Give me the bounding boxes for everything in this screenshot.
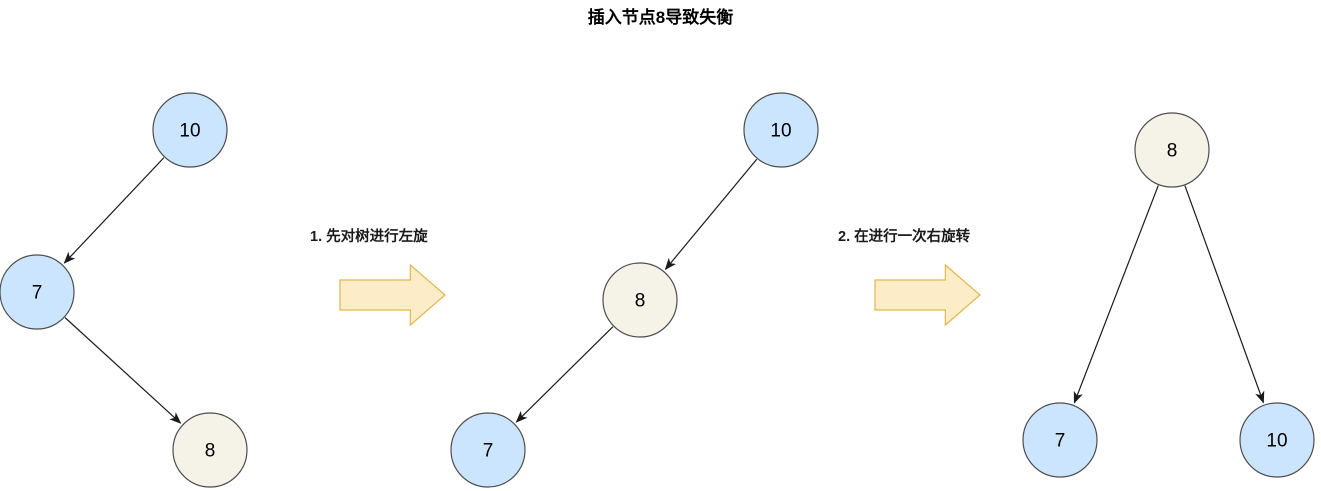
step-arrow-1 — [339, 263, 446, 327]
tree-node-7: 7 — [450, 412, 526, 488]
node-circle — [0, 254, 75, 330]
tree-node-8: 8 — [1134, 112, 1210, 188]
node-circle — [1022, 402, 1098, 478]
tree-node-10: 10 — [743, 92, 819, 168]
node-circle — [602, 262, 678, 338]
node-value: 8 — [1167, 141, 1178, 162]
node-value: 10 — [1266, 431, 1287, 452]
tree-edge — [1073, 185, 1159, 404]
node-circle — [743, 92, 819, 168]
tree-node-10: 10 — [152, 92, 228, 168]
tree-node-8: 8 — [602, 262, 678, 338]
node-circle — [450, 412, 526, 488]
step-label-1: 1. 先对树进行左旋 — [310, 229, 428, 245]
step-arrow-2 — [874, 263, 981, 327]
node-value: 10 — [179, 121, 200, 142]
node-value: 7 — [1055, 431, 1066, 452]
node-value: 8 — [205, 441, 216, 462]
tree-node-7: 7 — [0, 254, 75, 330]
tree-node-7: 7 — [1022, 402, 1098, 478]
page-title: 插入节点8导致失衡 — [587, 8, 734, 27]
tree-edge — [664, 158, 758, 271]
step-block-arrows — [339, 263, 981, 327]
node-circle — [1239, 402, 1315, 478]
tree-edge — [515, 326, 614, 423]
tree-edge — [64, 317, 182, 424]
node-value: 8 — [635, 291, 646, 312]
node-value: 7 — [32, 283, 43, 304]
step-label-2: 2. 在进行一次右旋转 — [838, 229, 971, 245]
tree-node-8: 8 — [172, 412, 248, 488]
node-circle — [152, 92, 228, 168]
node-value: 10 — [770, 121, 791, 142]
tree-edge — [63, 157, 165, 264]
node-value: 7 — [483, 441, 494, 462]
tree-edge — [1184, 185, 1265, 404]
tree-edges — [63, 157, 1265, 424]
node-circle — [172, 412, 248, 488]
tree-nodes: 10 7 8 10 8 7 8 7 10 — [0, 92, 1315, 488]
node-circle — [1134, 112, 1210, 188]
tree-node-10: 10 — [1239, 402, 1315, 478]
